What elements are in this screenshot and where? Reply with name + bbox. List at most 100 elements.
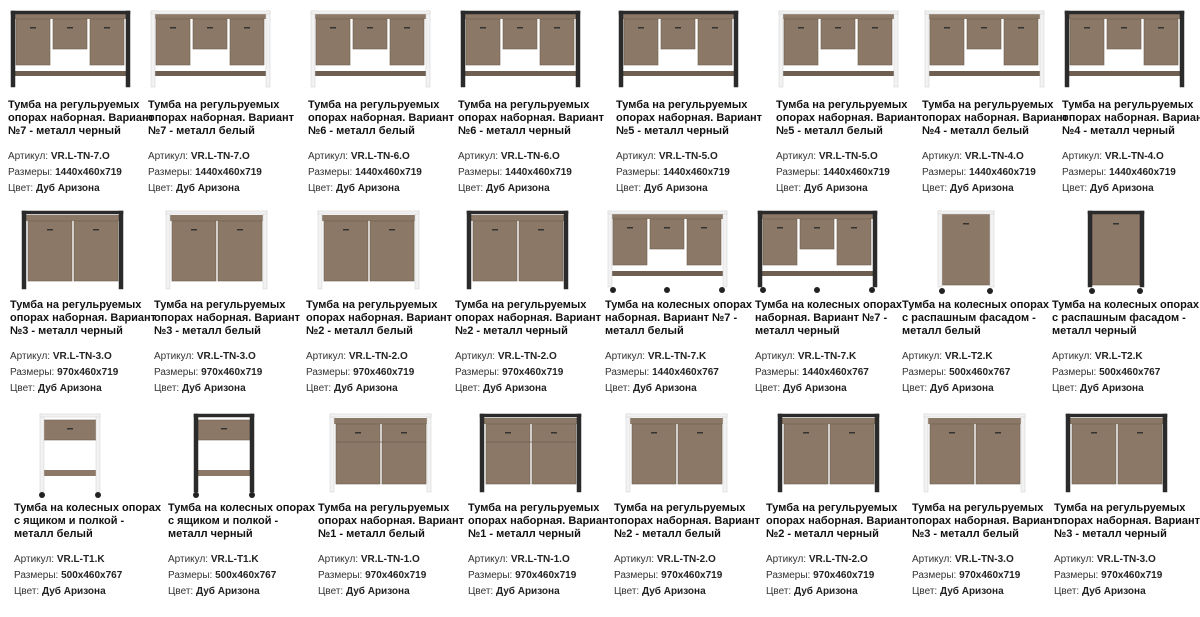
product-card[interactable]: Тумба на колесных опорах наборная. Вариа… <box>605 205 757 410</box>
product-title[interactable]: Тумба на колесных опорах наборная. Вариа… <box>605 299 753 337</box>
product-title[interactable]: Тумба на колесных опорах с распашным фас… <box>902 299 1050 337</box>
product-title[interactable]: Тумба на регульруемых опорах наборная. В… <box>10 299 157 337</box>
product-image[interactable] <box>154 205 279 295</box>
product-card[interactable]: Тумба на регульруемых опорах наборная. В… <box>922 5 1074 210</box>
product-title[interactable]: Тумба на регульруемых опорах наборная. В… <box>455 299 602 337</box>
product-size: Размеры: 500x460x767 <box>1052 367 1161 378</box>
product-image[interactable] <box>148 5 273 95</box>
product-size: Размеры: 1440x460x719 <box>148 167 262 178</box>
product-image[interactable] <box>10 205 135 295</box>
product-card[interactable]: Тумба на регульруемых опорах наборная. В… <box>148 5 300 210</box>
product-title[interactable]: Тумба на регульруемых опорах наборная. В… <box>766 502 913 540</box>
product-title[interactable]: Тумба на регульруемых опорах наборная. В… <box>1062 99 1200 137</box>
product-sku: Артикул: VR.L-TN-6.O <box>458 151 560 162</box>
product-image[interactable] <box>306 205 431 295</box>
product-card[interactable]: Тумба на колесных опорах наборная. Вариа… <box>755 205 907 410</box>
product-sku: Артикул: VR.L-TN-7.O <box>148 151 250 162</box>
product-image[interactable] <box>1054 408 1179 498</box>
product-title[interactable]: Тумба на регульруемых опорах наборная. В… <box>614 502 761 540</box>
product-image[interactable] <box>14 408 139 498</box>
product-size: Размеры: 970x460x719 <box>318 570 427 581</box>
product-image[interactable] <box>776 5 901 95</box>
product-card[interactable]: Тумба на регульруемых опорах наборная. В… <box>154 205 306 410</box>
product-image[interactable] <box>766 408 891 498</box>
product-image[interactable] <box>922 5 1047 95</box>
product-card[interactable]: Тумба на колесных опорах с ящиком и полк… <box>168 408 320 613</box>
product-card[interactable]: Тумба на регульруемых опорах наборная. В… <box>776 5 928 210</box>
product-sku: Артикул: VR.L-TN-5.O <box>616 151 718 162</box>
product-sku: Артикул: VR.L-TN-2.O <box>766 554 868 565</box>
product-title[interactable]: Тумба на регульруемых опорах наборная. В… <box>616 99 763 137</box>
product-card[interactable]: Тумба на регульруемых опорах наборная. В… <box>766 408 918 613</box>
product-color: Цвет: Дуб Аризона <box>912 586 1004 597</box>
product-title[interactable]: Тумба на регульруемых опорах наборная. В… <box>458 99 605 137</box>
product-card[interactable]: Тумба на регульруемых опорах наборная. В… <box>458 5 610 210</box>
product-card[interactable]: Тумба на регульруемых опорах наборная. В… <box>616 5 768 210</box>
product-card[interactable]: Тумба на регульруемых опорах наборная. В… <box>10 205 162 410</box>
product-color: Цвет: Дуб Аризона <box>455 383 547 394</box>
product-title[interactable]: Тумба на регульруемых опорах наборная. В… <box>154 299 301 337</box>
product-image[interactable] <box>755 205 880 295</box>
product-card[interactable]: Тумба на регульруемых опорах наборная. В… <box>468 408 620 613</box>
product-sku: Артикул: VR.L-TN-2.O <box>614 554 716 565</box>
product-title[interactable]: Тумба на регульруемых опорах наборная. В… <box>922 99 1069 137</box>
product-sku: Артикул: VR.L-TN-7.O <box>8 151 110 162</box>
product-card[interactable]: Тумба на колесных опорах с распашным фас… <box>1052 205 1200 410</box>
product-card[interactable]: Тумба на регульруемых опорах наборная. В… <box>308 5 460 210</box>
product-image[interactable] <box>308 5 433 95</box>
product-title[interactable]: Тумба на колесных опорах наборная. Вариа… <box>755 299 903 337</box>
product-title[interactable]: Тумба на колесных опорах с ящиком и полк… <box>14 502 162 540</box>
product-image[interactable] <box>902 205 1027 295</box>
product-sku: Артикул: VR.L-TN-2.O <box>455 351 557 362</box>
product-image[interactable] <box>614 408 739 498</box>
product-image[interactable] <box>912 408 1037 498</box>
product-image[interactable] <box>168 408 293 498</box>
product-image[interactable] <box>468 408 593 498</box>
product-card[interactable]: Тумба на регульруемых опорах наборная. В… <box>614 408 766 613</box>
product-image[interactable] <box>318 408 443 498</box>
product-image[interactable] <box>1052 205 1177 295</box>
product-size: Размеры: 970x460x719 <box>468 570 577 581</box>
product-title[interactable]: Тумба на регульруемых опорах наборная. В… <box>318 502 465 540</box>
product-sku: Артикул: VR.L-TN-7.K <box>605 351 707 362</box>
product-card[interactable]: Тумба на колесных опорах с ящиком и полк… <box>14 408 166 613</box>
product-color: Цвет: Дуб Аризона <box>766 586 858 597</box>
product-color: Цвет: Дуб Аризона <box>306 383 398 394</box>
product-title[interactable]: Тумба на колесных опорах с распашным фас… <box>1052 299 1200 337</box>
product-sku: Артикул: VR.L-T2.K <box>1052 351 1143 362</box>
product-title[interactable]: Тумба на регульруемых опорах наборная. В… <box>306 299 453 337</box>
product-size: Размеры: 500x460x767 <box>902 367 1011 378</box>
product-title[interactable]: Тумба на колесных опорах с ящиком и полк… <box>168 502 316 540</box>
product-image[interactable] <box>458 5 583 95</box>
product-card[interactable]: Тумба на регульруемых опорах наборная. В… <box>1054 408 1200 613</box>
product-title[interactable]: Тумба на регульруемых опорах наборная. В… <box>776 99 923 137</box>
product-card[interactable]: Тумба на колесных опорах с распашным фас… <box>902 205 1054 410</box>
product-card[interactable]: Тумба на регульруемых опорах наборная. В… <box>455 205 607 410</box>
product-color: Цвет: Дуб Аризона <box>1054 586 1146 597</box>
product-image[interactable] <box>8 5 133 95</box>
product-sku: Артикул: VR.L-TN-3.O <box>1054 554 1156 565</box>
product-sku: Артикул: VR.L-TN-6.O <box>308 151 410 162</box>
product-image[interactable] <box>455 205 580 295</box>
product-sku: Артикул: VR.L-TN-5.O <box>776 151 878 162</box>
product-image[interactable] <box>1062 5 1187 95</box>
product-title[interactable]: Тумба на регульруемых опорах наборная. В… <box>308 99 455 137</box>
product-card[interactable]: Тумба на регульруемых опорах наборная. В… <box>306 205 458 410</box>
product-color: Цвет: Дуб Аризона <box>148 183 240 194</box>
product-title[interactable]: Тумба на регульруемых опорах наборная. В… <box>8 99 155 137</box>
product-card[interactable]: Тумба на регульруемых опорах наборная. В… <box>8 5 160 210</box>
product-title[interactable]: Тумба на регульруемых опорах наборная. В… <box>148 99 295 137</box>
product-title[interactable]: Тумба на регульруемых опорах наборная. В… <box>912 502 1059 540</box>
product-title[interactable]: Тумба на регульруемых опорах наборная. В… <box>1054 502 1200 540</box>
product-size: Размеры: 1440x460x767 <box>755 367 869 378</box>
product-card[interactable]: Тумба на регульруемых опорах наборная. В… <box>318 408 470 613</box>
product-sku: Артикул: VR.L-TN-7.K <box>755 351 857 362</box>
product-card[interactable]: Тумба на регульруемых опорах наборная. В… <box>1062 5 1200 210</box>
product-size: Размеры: 970x460x719 <box>455 367 564 378</box>
product-size: Размеры: 1440x460x719 <box>458 167 572 178</box>
product-image[interactable] <box>616 5 741 95</box>
product-title[interactable]: Тумба на регульруемых опорах наборная. В… <box>468 502 615 540</box>
product-image[interactable] <box>605 205 730 295</box>
product-card[interactable]: Тумба на регульруемых опорах наборная. В… <box>912 408 1064 613</box>
product-color: Цвет: Дуб Аризона <box>922 183 1014 194</box>
